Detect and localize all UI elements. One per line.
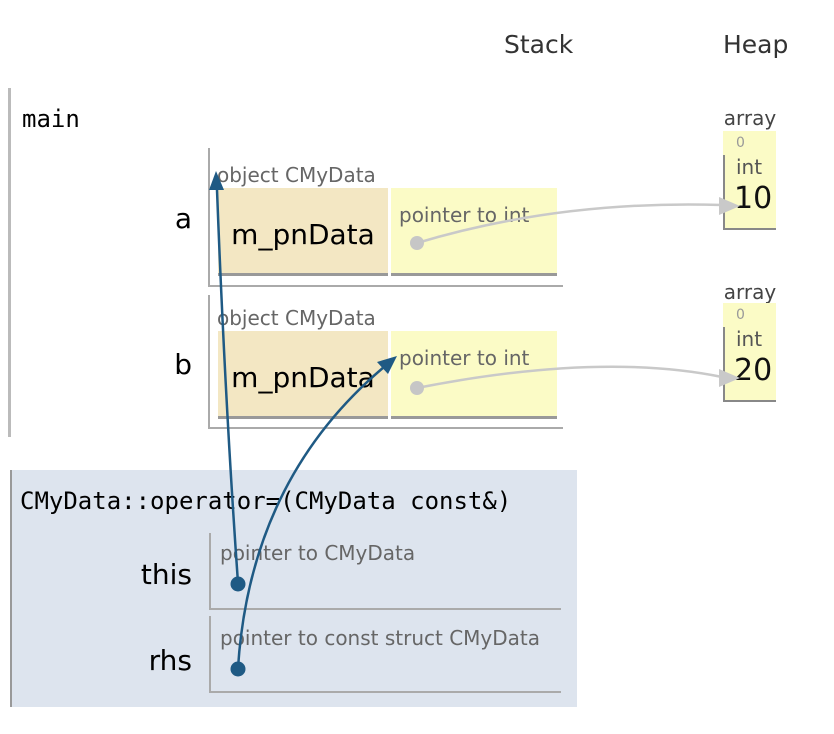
pointer-cell-a: pointer to int [391, 188, 557, 276]
heap-array-2-value: 20 [734, 353, 773, 388]
pointer-type-label-a: pointer to int [399, 203, 530, 227]
main-frame-label: main [22, 105, 80, 133]
heap-array-1-cell: int 10 [723, 155, 776, 230]
field-name-a: m_pnData [231, 218, 375, 251]
var-row-a [208, 148, 563, 287]
heap-array-1-value: 10 [734, 181, 773, 216]
pointer-type-label-b: pointer to int [399, 346, 530, 370]
var-label-a: a [174, 202, 192, 235]
heap-array-1-type: int [736, 155, 763, 179]
heap-column-header: Heap [723, 30, 789, 59]
object-type-label-b: object CMyData [217, 306, 376, 330]
pointer-type-label-this: pointer to CMyData [220, 541, 416, 565]
heap-array-2-type: int [736, 327, 763, 351]
var-row-b [208, 295, 563, 429]
struct-field-b: m_pnData [218, 331, 388, 419]
heap-array-label-2: array [723, 280, 777, 304]
struct-field-a: m_pnData [218, 188, 388, 276]
var-label-rhs: rhs [148, 644, 192, 677]
heap-array-2-cell: int 20 [723, 327, 776, 402]
var-label-this: this [140, 558, 192, 591]
operator-frame-title: CMyData::operator=(CMyData const&) [20, 487, 512, 515]
main-frame-border [8, 88, 11, 437]
heap-array-label-1: array [723, 106, 777, 130]
heap-array-1-index: 0 [736, 135, 745, 151]
var-label-b: b [174, 348, 192, 381]
stack-column-header: Stack [504, 30, 574, 59]
object-type-label-a: object CMyData [217, 163, 376, 187]
pointer-type-label-rhs: pointer to const struct CMyData [220, 626, 541, 650]
var-row-rhs [209, 616, 561, 693]
heap-array-2: 0 int 20 [723, 303, 776, 402]
heap-array-1: 0 int 10 [723, 131, 776, 230]
pointer-cell-b: pointer to int [391, 331, 557, 419]
field-name-b: m_pnData [231, 361, 375, 394]
heap-array-2-index: 0 [736, 307, 745, 323]
